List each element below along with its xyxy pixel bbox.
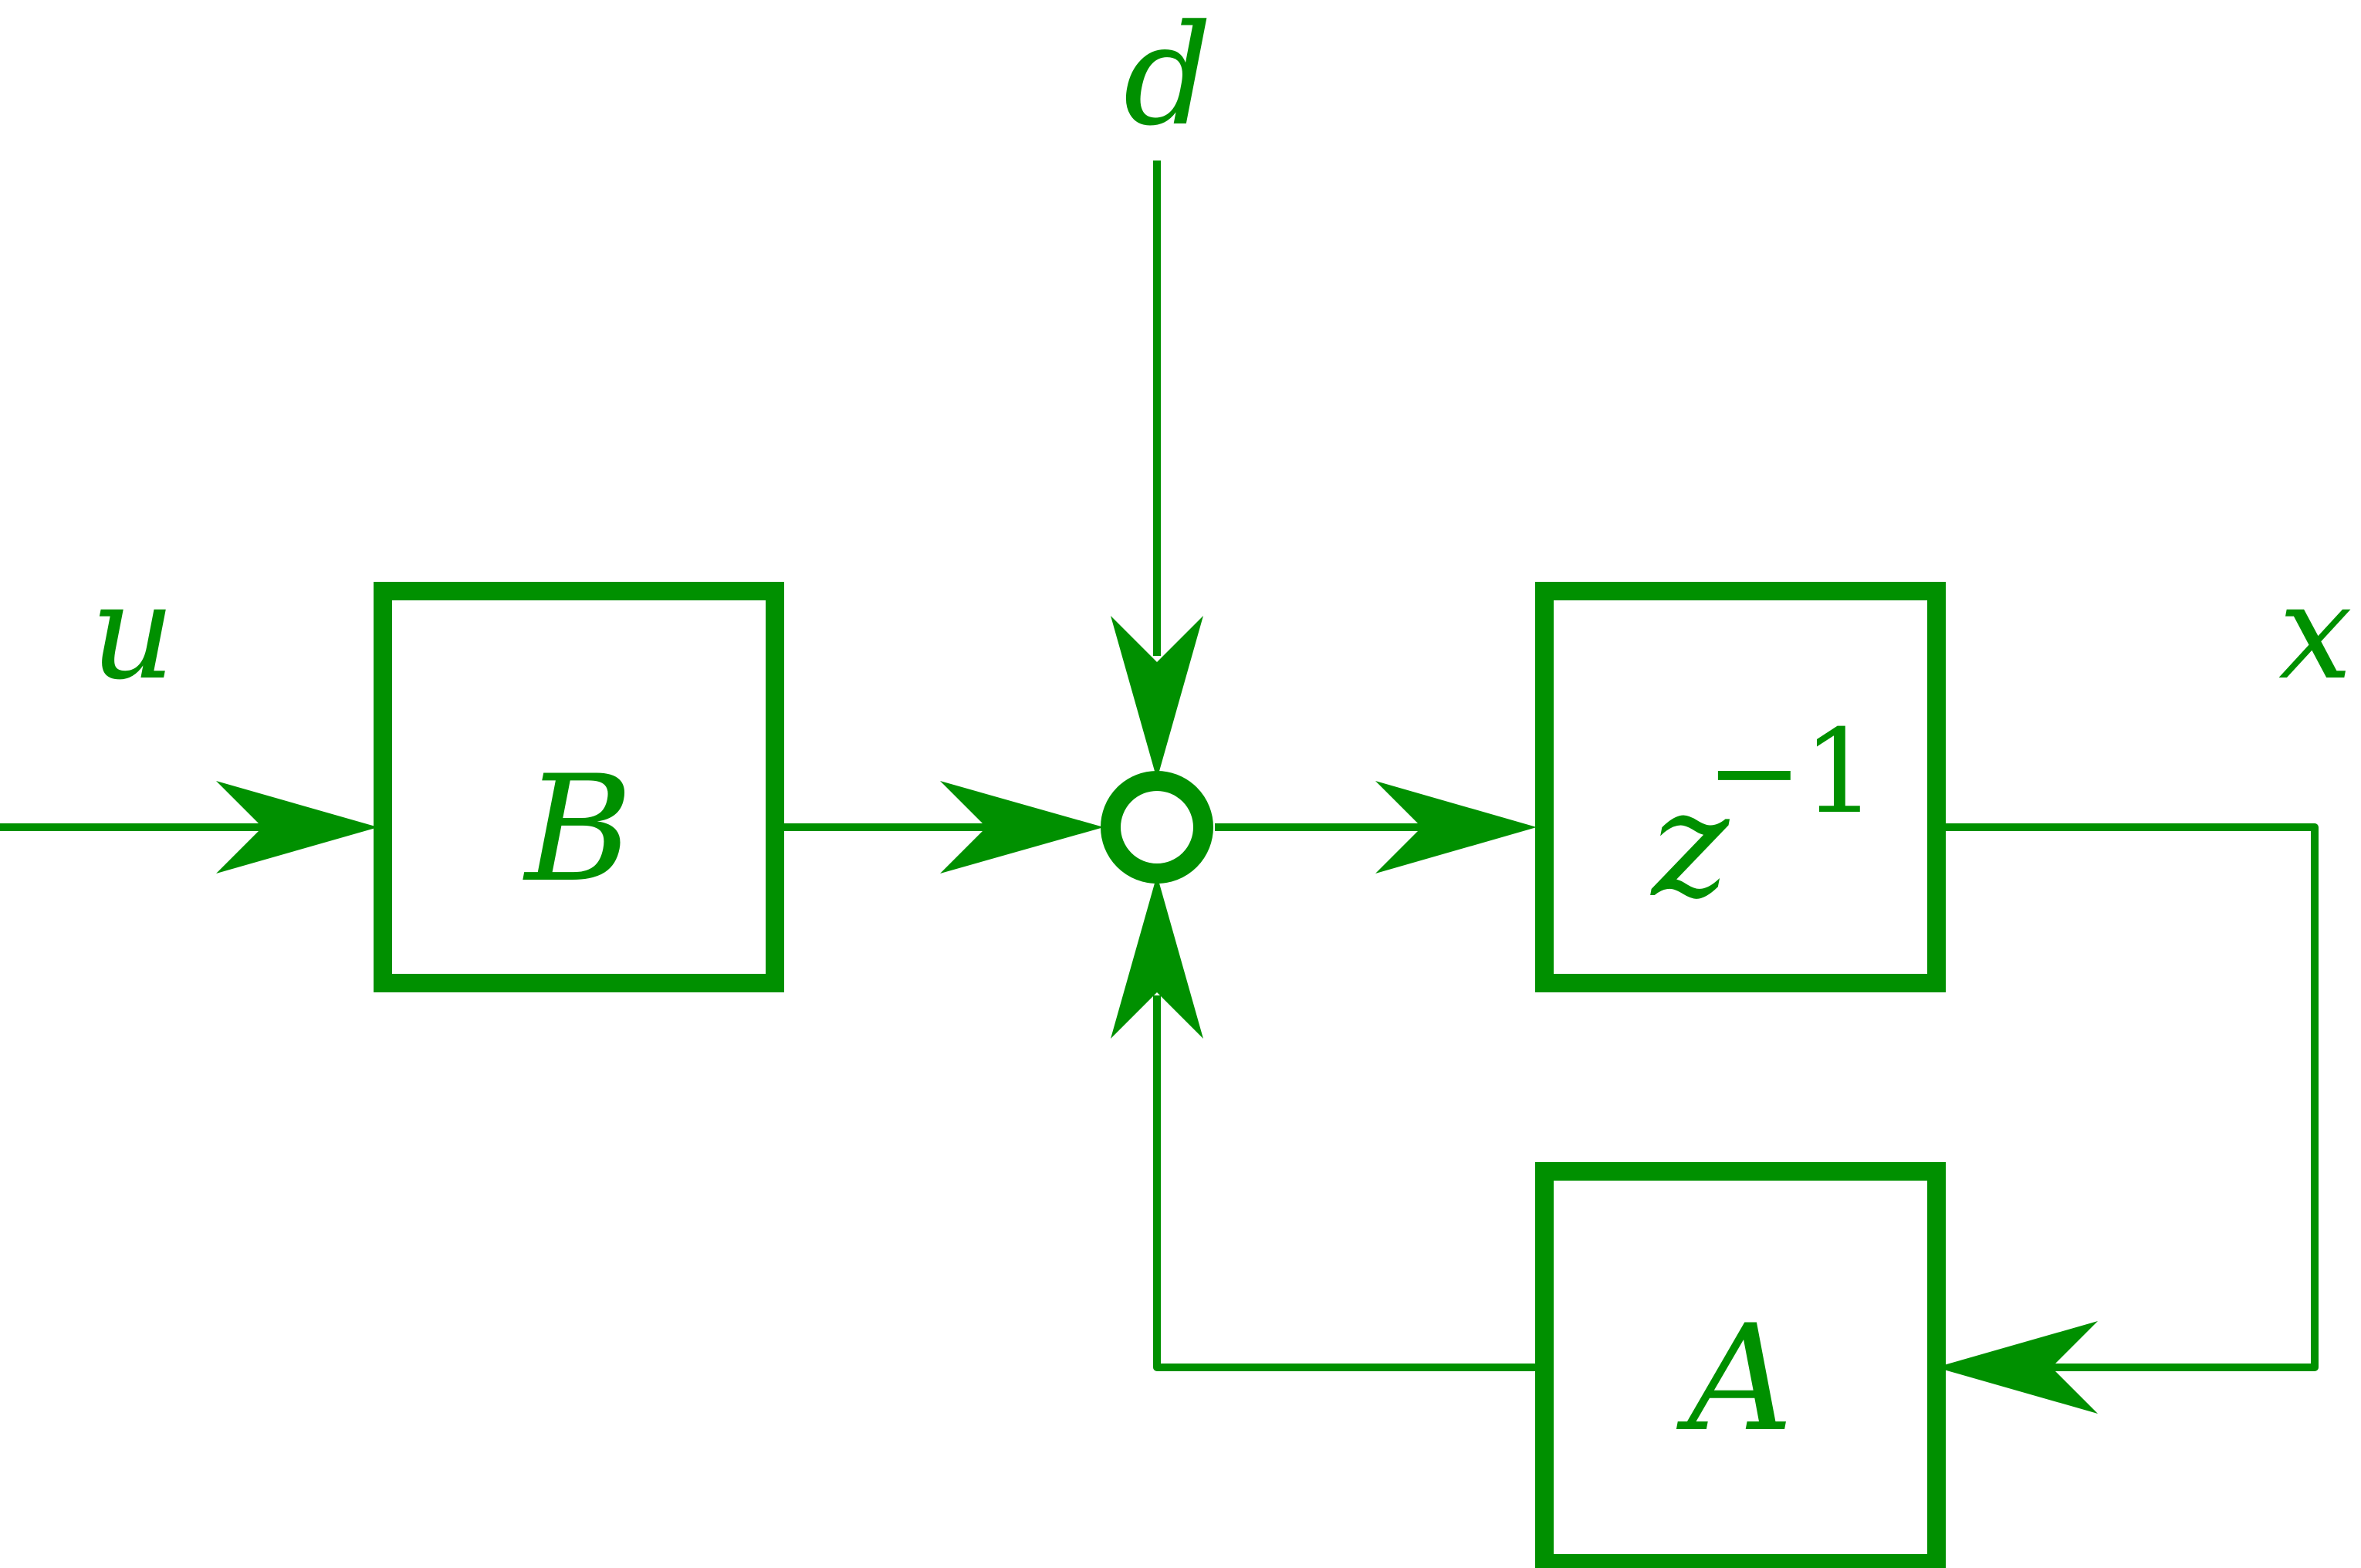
- arrowhead-into-sum-bottom: [1111, 875, 1203, 1039]
- arrowhead-into-a: [1936, 1321, 2098, 1414]
- summing-junction: [1101, 771, 1213, 884]
- arrowhead-into-b: [216, 781, 378, 874]
- arrowhead-into-sum-left: [940, 781, 1104, 874]
- block-b-label: B: [523, 744, 633, 914]
- label-disturbance-d: d: [1123, 0, 1212, 157]
- label-input-u: u: [90, 556, 175, 709]
- block-a-label: A: [1676, 1293, 1793, 1464]
- signal-lines: [0, 161, 2319, 1371]
- block-delay-base: z: [1650, 759, 1730, 930]
- arrowhead-into-sum-top: [1111, 616, 1203, 779]
- block-b: [374, 582, 784, 992]
- block-delay: [1535, 582, 1946, 992]
- label-output-x: x: [2278, 556, 2353, 709]
- arrowheads: [216, 616, 2098, 1414]
- line-a-to-sum: [1153, 995, 1540, 1371]
- arrowhead-into-delay: [1375, 781, 1537, 874]
- line-delay-to-a: [1937, 823, 2319, 1371]
- block-a: [1535, 1162, 1946, 1568]
- block-delay-exponent: −1: [1706, 705, 1876, 840]
